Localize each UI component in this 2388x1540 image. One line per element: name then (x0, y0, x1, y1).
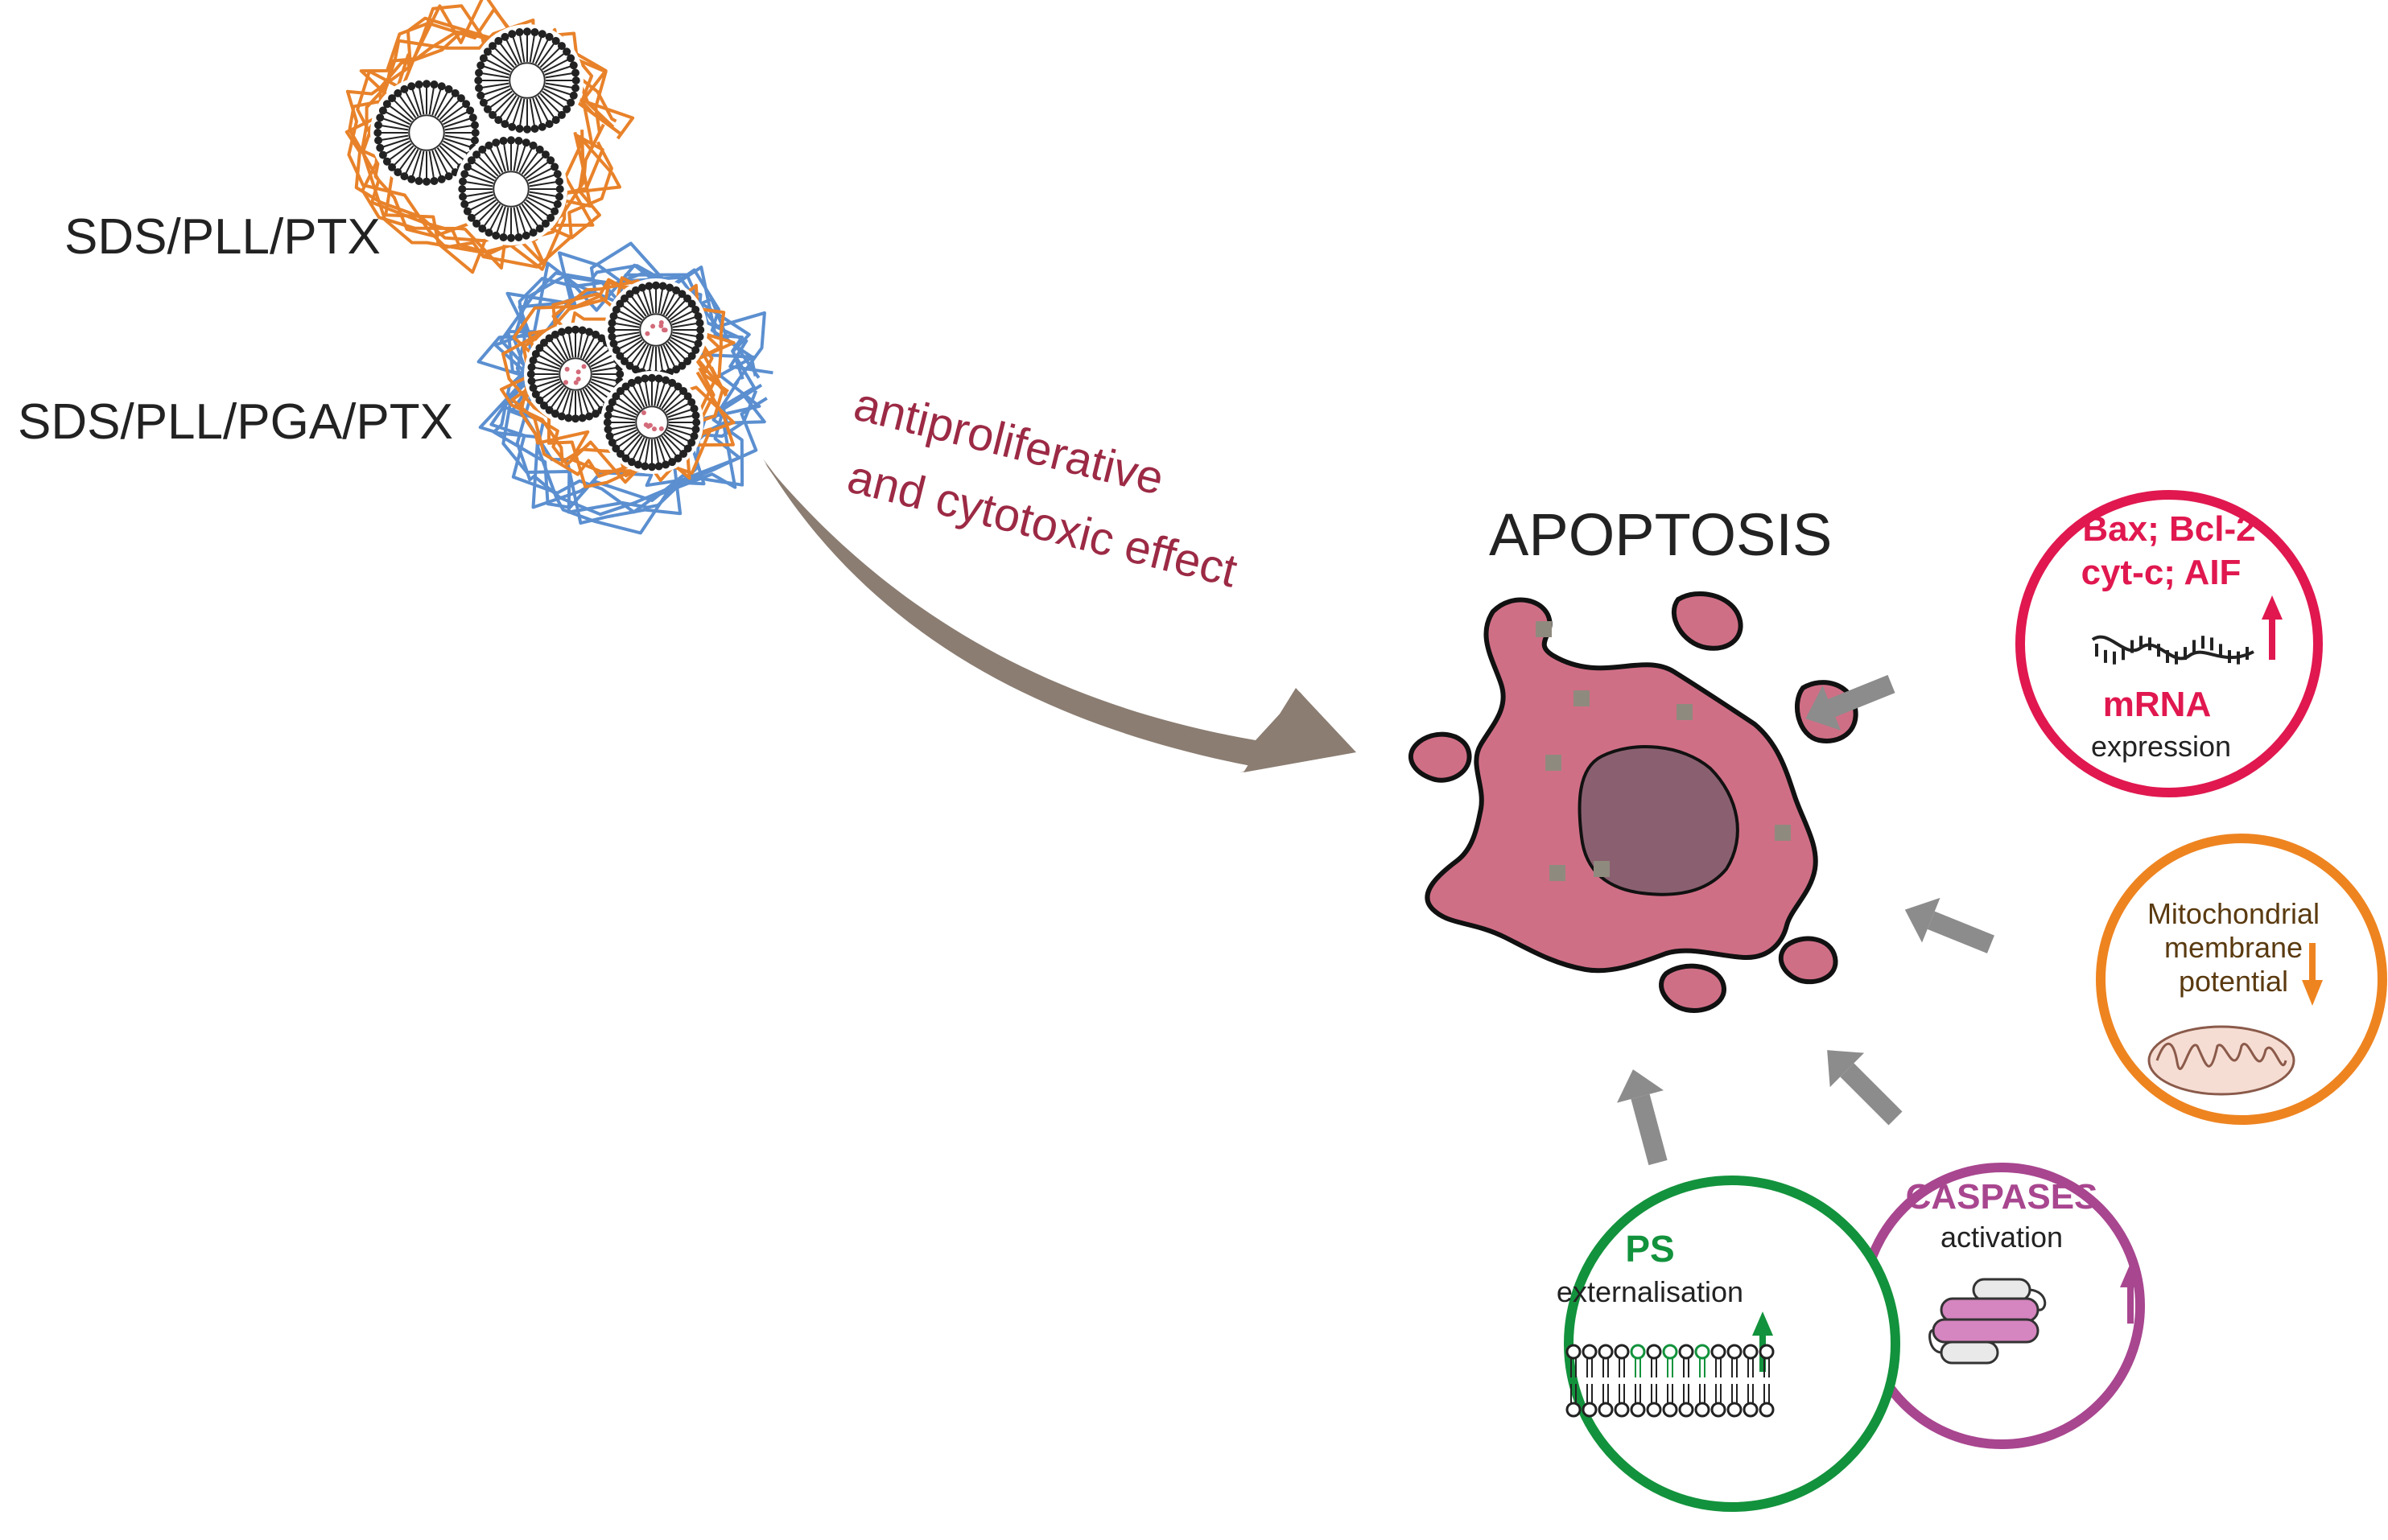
gene-caption: expression (2091, 730, 2231, 763)
micelle (604, 278, 707, 381)
ps-title: PS (1625, 1228, 1674, 1270)
micelle-cluster-1 (370, 24, 584, 245)
marker-caspases: CASPASES activation (1858, 1163, 2145, 1449)
mito-line2: membrane (2164, 931, 2303, 964)
ps-caption: externalisation (1557, 1275, 1743, 1308)
cell-granules (1536, 621, 1791, 881)
caspase-caption: activation (1941, 1221, 2063, 1254)
granule (1677, 704, 1693, 720)
arrow-from-mito-marker (1904, 897, 1994, 953)
gene-up-arrow-icon (2262, 595, 2283, 660)
label-sds-pll-ptx: SDS/PLL/PTX (64, 209, 381, 265)
micelle (524, 323, 627, 426)
caspase-title: CASPASES (1906, 1177, 2098, 1217)
arrow-from-ps-marker (1617, 1069, 1668, 1166)
mito-line3: potential (2179, 965, 2288, 998)
rna-strand-icon (2091, 635, 2254, 665)
gene-title-line2: cyt-c; AIF (2081, 553, 2242, 592)
arrow-from-gene-marker (1805, 674, 1895, 731)
gene-title-line1: Bax; Bcl-2 (2082, 509, 2255, 549)
marker-gene-expression: Bax; Bcl-2 cyt-c; AIF mRNA expression (2015, 490, 2323, 797)
marker-mitochondrial-potential: Mitochondrial membrane potential (2096, 834, 2387, 1125)
granule (1545, 755, 1561, 771)
micelle (370, 76, 483, 189)
apoptosis-title: APOPTOSIS (1489, 501, 1832, 568)
cell-nucleus (1578, 745, 1739, 896)
label-sds-pll-pga-ptx: SDS/PLL/PGA/PTX (18, 394, 453, 450)
mito-down-arrow-icon (2302, 943, 2323, 1006)
marker-ps-externalisation: PS externalisation (1557, 1176, 1900, 1512)
micelle (455, 133, 567, 245)
granule (1536, 621, 1552, 637)
granule (1594, 861, 1610, 877)
granule (1573, 690, 1590, 706)
caspase-protein-icon (1928, 1278, 2047, 1365)
granule (1775, 825, 1791, 841)
micelle-cluster-2 (524, 278, 707, 474)
lipid-bilayer-icon (1565, 1344, 1775, 1418)
mitochondrion-icon (2147, 1025, 2295, 1096)
micelle (471, 24, 584, 137)
arrow-from-caspase-marker (1827, 1050, 1903, 1126)
effect-arrowhead (1243, 688, 1356, 772)
apoptotic-body-3 (1408, 731, 1472, 783)
apoptotic-body-5 (1659, 963, 1726, 1013)
nanoparticle-sds-pll-pga-ptx (476, 241, 773, 535)
nanoparticle-sds-pll-ptx (344, 0, 635, 274)
micelle (600, 371, 703, 474)
caspase-up-arrow-icon (2120, 1263, 2141, 1324)
apoptotic-body-1 (1672, 591, 1743, 651)
granule (1549, 865, 1565, 881)
apoptotic-body-4 (1778, 936, 1838, 985)
apoptotic-cell (1408, 591, 1858, 1013)
pointer-arrows (1617, 674, 1994, 1166)
gene-subtitle: mRNA (2103, 685, 2211, 724)
mito-line1: Mitochondrial (2147, 897, 2320, 930)
